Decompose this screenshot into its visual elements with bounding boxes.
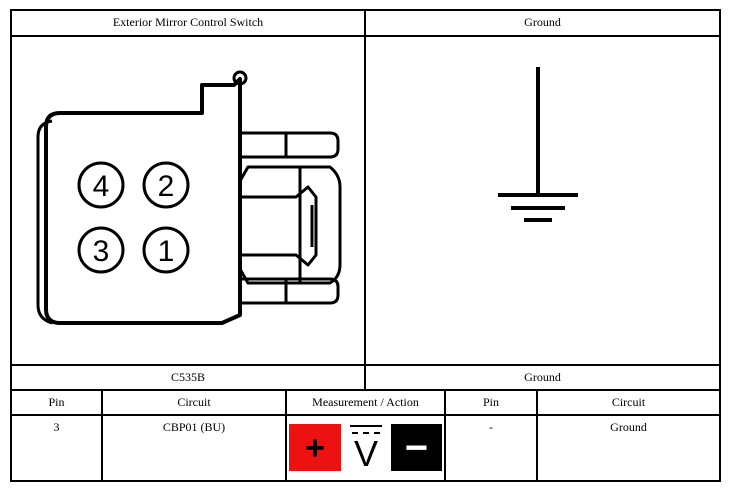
table-divider-1: [101, 389, 103, 482]
component-title: Exterior Mirror Control Switch: [112, 15, 264, 29]
plus-icon: +: [305, 428, 325, 467]
volt-unit: V: [353, 433, 378, 474]
col-header-pin-left: Pin: [48, 395, 65, 409]
col-header-circuit-right: Circuit: [611, 395, 646, 409]
pin-circle-4: [77, 161, 125, 209]
table-divider-4: [536, 389, 538, 482]
ground-title: Ground: [524, 15, 561, 29]
pin-label-2: 2: [158, 170, 175, 203]
row-circuit-right: Ground: [610, 420, 647, 434]
connector-center-boss: [240, 185, 318, 267]
connector-left-rail: [36, 119, 53, 325]
pin-circle-2: [142, 161, 190, 209]
col-header-circuit-left: Circuit: [177, 395, 211, 409]
dc-symbol-icon: [350, 425, 382, 434]
ground-symbol: [498, 67, 578, 222]
connector-latch: [232, 70, 248, 86]
voltmeter-symbol: V: [344, 422, 388, 474]
row-pin-left: 3: [53, 420, 60, 434]
table-divider-2: [285, 389, 287, 482]
connector-blade-upper: [240, 131, 340, 159]
frame-bottom: [10, 480, 721, 482]
table-divider-3: [444, 389, 446, 482]
frame-left: [10, 9, 12, 482]
frame-table-header-bottom: [10, 414, 721, 416]
pin-label-3: 3: [93, 235, 110, 268]
pin-label-1: 1: [158, 235, 175, 268]
ground-caption: Ground: [524, 370, 561, 384]
connector-caption: C535B: [170, 370, 205, 384]
plus-probe-box: +: [289, 424, 341, 471]
connector-housing: [44, 77, 242, 325]
connector-blade-lower: [240, 277, 340, 305]
col-header-pin-right: Pin: [482, 395, 499, 409]
row-circuit-left: CBP01 (BU): [162, 420, 226, 434]
minus-icon: −: [404, 425, 429, 470]
frame-middle-divider: [364, 9, 366, 391]
frame-right: [719, 9, 721, 482]
pin-circle-3: [77, 226, 125, 274]
minus-probe-box: −: [391, 424, 442, 471]
row-pin-right: -: [489, 420, 493, 434]
pin-circle-1: [142, 226, 190, 274]
pin-label-4: 4: [93, 170, 110, 203]
col-header-measurement: Measurement / Action: [312, 395, 419, 409]
connector-diagram: 4 2 3 1: [36, 70, 342, 325]
